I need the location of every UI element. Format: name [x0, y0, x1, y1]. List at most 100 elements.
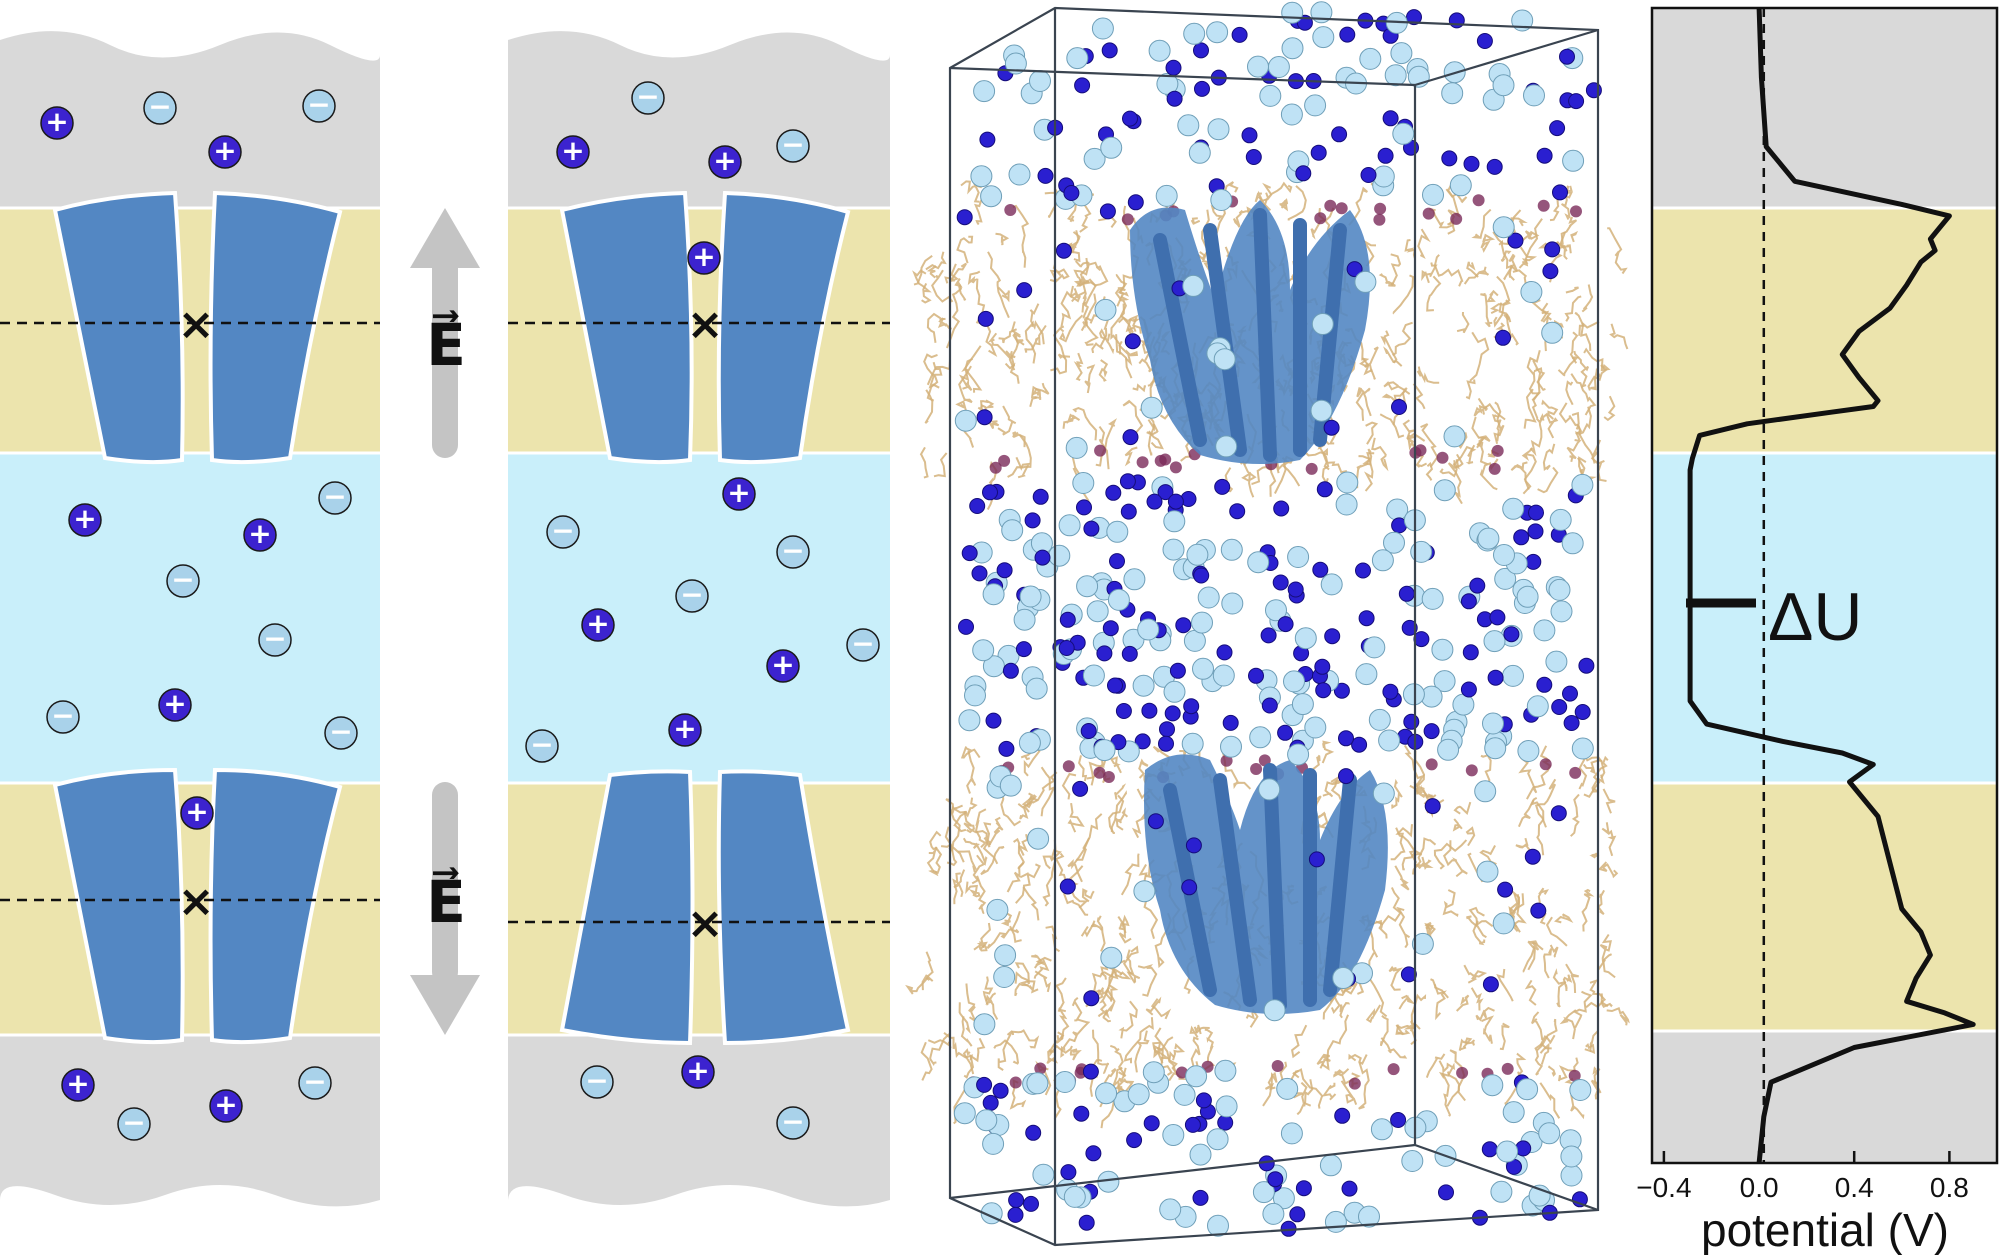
sim-cation: [979, 131, 996, 148]
sim-cation: [1481, 1141, 1498, 1158]
lipid-tail: [1531, 1011, 1544, 1041]
lipid-tail: [971, 854, 986, 885]
lipid-tail: [1517, 799, 1535, 828]
cation-ion: +: [68, 502, 102, 537]
sim-cation: [1072, 780, 1089, 797]
sim-anion: [1324, 1210, 1347, 1233]
lipid-tail: [1348, 186, 1368, 226]
lipid-tail: [1054, 852, 1067, 883]
lipid-tail: [1084, 364, 1096, 394]
cation-ion: +: [40, 105, 74, 140]
lipid-tail: [919, 446, 929, 479]
protein-subunit: [208, 190, 343, 465]
lipid-tail: [926, 846, 939, 877]
sim-anion: [1265, 599, 1287, 622]
sim-anion: [1094, 298, 1117, 321]
sim-cation: [1034, 549, 1051, 566]
sim-cation: [976, 409, 993, 426]
electric-field-arrows: E⃗ E⃗: [410, 208, 480, 1035]
sim-anion: [986, 898, 1009, 921]
sim-anion: [1492, 912, 1515, 935]
lipid-tail: [1493, 275, 1511, 328]
sim-cation: [1231, 26, 1248, 43]
sim-anion: [1018, 731, 1041, 754]
sim-cation: [1074, 77, 1091, 94]
ion-charge-label: +: [213, 134, 236, 167]
sim-anion: [1304, 716, 1327, 739]
lipid-tail: [1396, 906, 1411, 949]
delta-u-label: ΔU: [1768, 579, 1863, 655]
lipid-tail: [1022, 886, 1040, 921]
lipid-headgroup: [1136, 456, 1149, 469]
protein-subunit: [208, 767, 343, 1045]
lipid-tail: [1524, 979, 1537, 1006]
sim-anion: [1390, 42, 1413, 65]
sim-anion: [1484, 737, 1507, 760]
lipid-tail: [1316, 1053, 1331, 1069]
lipid-tail: [1138, 758, 1149, 779]
sim-cation: [1082, 1063, 1099, 1080]
lipid-tail: [1232, 212, 1242, 228]
sim-anion: [1550, 600, 1573, 623]
lipid-tail: [1031, 387, 1042, 400]
anion-ion: −: [117, 1106, 151, 1141]
sim-cation: [1008, 1192, 1025, 1209]
sim-anion: [1262, 1202, 1285, 1225]
lipid-tail: [987, 251, 1010, 319]
lipid-headgroup: [1425, 758, 1438, 771]
sim-cation: [1159, 721, 1175, 738]
lipid-tail: [1015, 863, 1041, 904]
lipid-tail: [1574, 406, 1592, 441]
sim-anion: [1482, 712, 1504, 735]
lipid-tail: [1262, 1072, 1278, 1107]
lipid-tail: [1600, 993, 1613, 1008]
sim-cation: [1423, 723, 1440, 740]
lipid-tail: [1565, 286, 1579, 294]
field-label-top: E⃗: [426, 310, 466, 379]
sim-anion: [1185, 1065, 1208, 1088]
ion-charge-label: +: [727, 476, 750, 509]
lipid-tail: [1060, 1038, 1076, 1058]
lipid-tail: [1074, 260, 1090, 268]
lipid-tail: [1092, 1029, 1109, 1075]
sim-anion: [1433, 479, 1456, 502]
lipid-tail: [1493, 401, 1505, 444]
sim-cation: [1261, 697, 1278, 714]
lipid-headgroup: [1373, 213, 1386, 226]
sim-anion: [1433, 670, 1456, 693]
lipid-headgroup: [1568, 1069, 1581, 1082]
lipid-tail: [1287, 185, 1307, 221]
lipid-tail: [1453, 445, 1477, 467]
lipid-headgroup: [1501, 1062, 1514, 1075]
region-bulk-top: [1652, 8, 1997, 208]
lipid-headgroup: [1537, 199, 1550, 212]
sim-anion: [1133, 880, 1156, 903]
lipid-tail: [1081, 888, 1095, 903]
sim-anion: [1220, 735, 1242, 758]
sim-anion: [1384, 64, 1407, 87]
sim-cation: [1339, 26, 1356, 43]
sim-anion: [1410, 540, 1433, 563]
lipid-headgroup: [989, 461, 1002, 474]
field-arrow-up: [410, 208, 480, 458]
sim-cation: [1229, 503, 1246, 520]
sim-anion: [1281, 1, 1304, 24]
ion-charge-label: −: [585, 1064, 608, 1097]
pore-center-mark: ×: [687, 898, 724, 949]
sim-anion: [1332, 967, 1355, 989]
lipid-tail: [1538, 242, 1572, 254]
lipid-tail: [1156, 1047, 1173, 1076]
ion-charge-label: −: [680, 578, 703, 611]
lipid-tail: [1466, 915, 1494, 928]
sim-cation: [1463, 155, 1480, 172]
sim-anion: [972, 639, 995, 662]
sim-anion: [1155, 184, 1178, 207]
anion-ion: −: [675, 578, 709, 613]
lipid-tail: [1008, 321, 1022, 371]
sim-anion: [1159, 1198, 1182, 1221]
sim-anion: [1523, 84, 1545, 107]
lipid-tail: [958, 357, 974, 391]
lipid-tail: [960, 1016, 973, 1047]
pore-center-mark: ×: [687, 299, 724, 350]
sim-anion: [1076, 575, 1099, 598]
